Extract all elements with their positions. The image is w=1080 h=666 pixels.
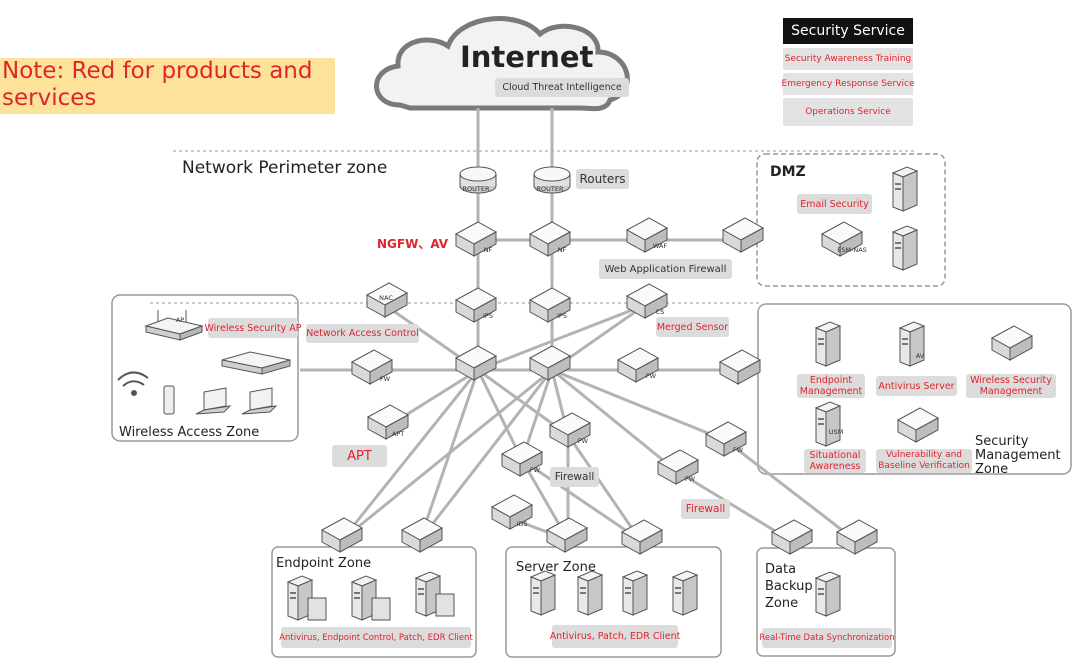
device-tag: ESM-NAS: [837, 246, 867, 254]
waf-label: Web Application Firewall: [599, 259, 732, 279]
device-tag: FW: [733, 446, 744, 454]
device-tag: FW: [530, 466, 541, 474]
endpoint-pc-icon: [287, 571, 455, 621]
ngfw-av-label: NGFW、AV: [377, 237, 449, 251]
dmz-server-icon: [892, 225, 918, 271]
server-zone-title: Server Zone: [516, 560, 596, 575]
dmz-box: [756, 153, 946, 287]
security-service-item: Emergency Response Service: [782, 73, 915, 95]
wireless-security-mgmt-label: Wireless Security Management: [966, 374, 1056, 398]
server-icon: [672, 570, 698, 616]
wifi-icon: [117, 371, 149, 396]
device-tag: NF: [484, 246, 493, 254]
device-tag: FW: [380, 375, 391, 383]
router-icon: [533, 166, 571, 194]
nac-label: Network Access Control: [306, 324, 419, 343]
firewall-label: Firewall: [550, 467, 599, 487]
routers-label: Routers: [576, 169, 629, 189]
device-tag: CS: [656, 308, 665, 316]
wireless-zone-box: [111, 294, 299, 442]
endpoint-management-label: Endpoint Management: [797, 374, 865, 398]
legend-note: Note: Red for products and services: [0, 58, 335, 114]
endpoint-mgmt-server-icon: [815, 321, 841, 367]
device-tag: FW: [685, 475, 696, 483]
endpoint-zone-title: Endpoint Zone: [276, 556, 372, 571]
device-tag: WAF: [653, 242, 668, 250]
device-tag: IPS: [557, 312, 567, 320]
internet-title: Internet: [460, 40, 594, 74]
security-mgmt-box: [757, 303, 1072, 475]
server-zone-box: [505, 546, 722, 658]
phone-icon: [163, 385, 175, 415]
cloud-threat-intel-label: Cloud Threat Intelligence: [495, 78, 629, 97]
switch-device-icon: [221, 351, 291, 375]
vuln-device-icon: [897, 407, 939, 443]
merged-sensor-label: Merged Sensor: [656, 317, 729, 337]
security-service-item: Security Awareness Training: [783, 48, 913, 70]
usm-server-icon: [815, 401, 841, 447]
email-security-label: Email Security: [797, 194, 872, 214]
vulnerability-baseline-label: Vulnerability and Baseline Verification: [876, 449, 972, 473]
backup-products-label: Real-Time Data Synchronization: [759, 628, 895, 648]
email-server-icon: [892, 166, 918, 212]
apt-label: APT: [332, 445, 387, 467]
device-tag: ROUTER: [537, 185, 564, 193]
wireless-ap-icon: [144, 310, 204, 341]
device-tag: NAC: [379, 294, 393, 302]
security-service-item: Operations Service: [783, 98, 913, 126]
server-icon: [530, 570, 556, 616]
dmz-title: DMZ: [770, 164, 806, 180]
backup-switch-icon: [836, 519, 878, 555]
perimeter-zone-title: Network Perimeter zone: [182, 158, 388, 178]
device-tag: FW: [646, 372, 657, 380]
device-tag: USM: [829, 428, 844, 436]
backup-switch-icon: [771, 519, 813, 555]
backup-zone-title: Data Backup Zone: [765, 562, 813, 611]
endpoint-zone-box: [271, 546, 477, 658]
endpoint-products-label: Antivirus, Endpoint Control, Patch, EDR …: [279, 627, 473, 648]
firewall-label: Firewall: [681, 499, 730, 519]
device-tag: NF: [558, 246, 567, 254]
router-icon: [459, 166, 497, 194]
device-tag: IDS: [516, 520, 527, 528]
backup-zone-box: [756, 547, 896, 657]
mgmt-switch-icon: [719, 349, 761, 385]
device-tag: IPS: [483, 312, 493, 320]
device-tag: AP: [176, 316, 184, 324]
device-tag: APT: [392, 430, 404, 438]
wireless-zone-title: Wireless Access Zone: [119, 425, 260, 440]
wireless-mgmt-device-icon: [991, 325, 1033, 361]
security-mgmt-zone-title: Security Management Zone: [975, 434, 1061, 477]
situational-awareness-label: Situational Awareness: [804, 449, 866, 473]
server-icon: [577, 570, 603, 616]
device-tag: FW: [578, 437, 589, 445]
security-service-title: Security Service: [783, 18, 913, 44]
device-tag: AV: [916, 352, 925, 360]
server-products-label: Antivirus, Patch, EDR Client: [550, 625, 680, 648]
antivirus-server-label: Antivirus Server: [876, 376, 957, 396]
core-switch-icon: [455, 345, 497, 381]
device-tag: ROUTER: [463, 185, 490, 193]
server-icon: [622, 570, 648, 616]
wireless-security-ap-label: Wireless Security AP: [204, 318, 302, 338]
laptop-icon: [195, 387, 278, 415]
